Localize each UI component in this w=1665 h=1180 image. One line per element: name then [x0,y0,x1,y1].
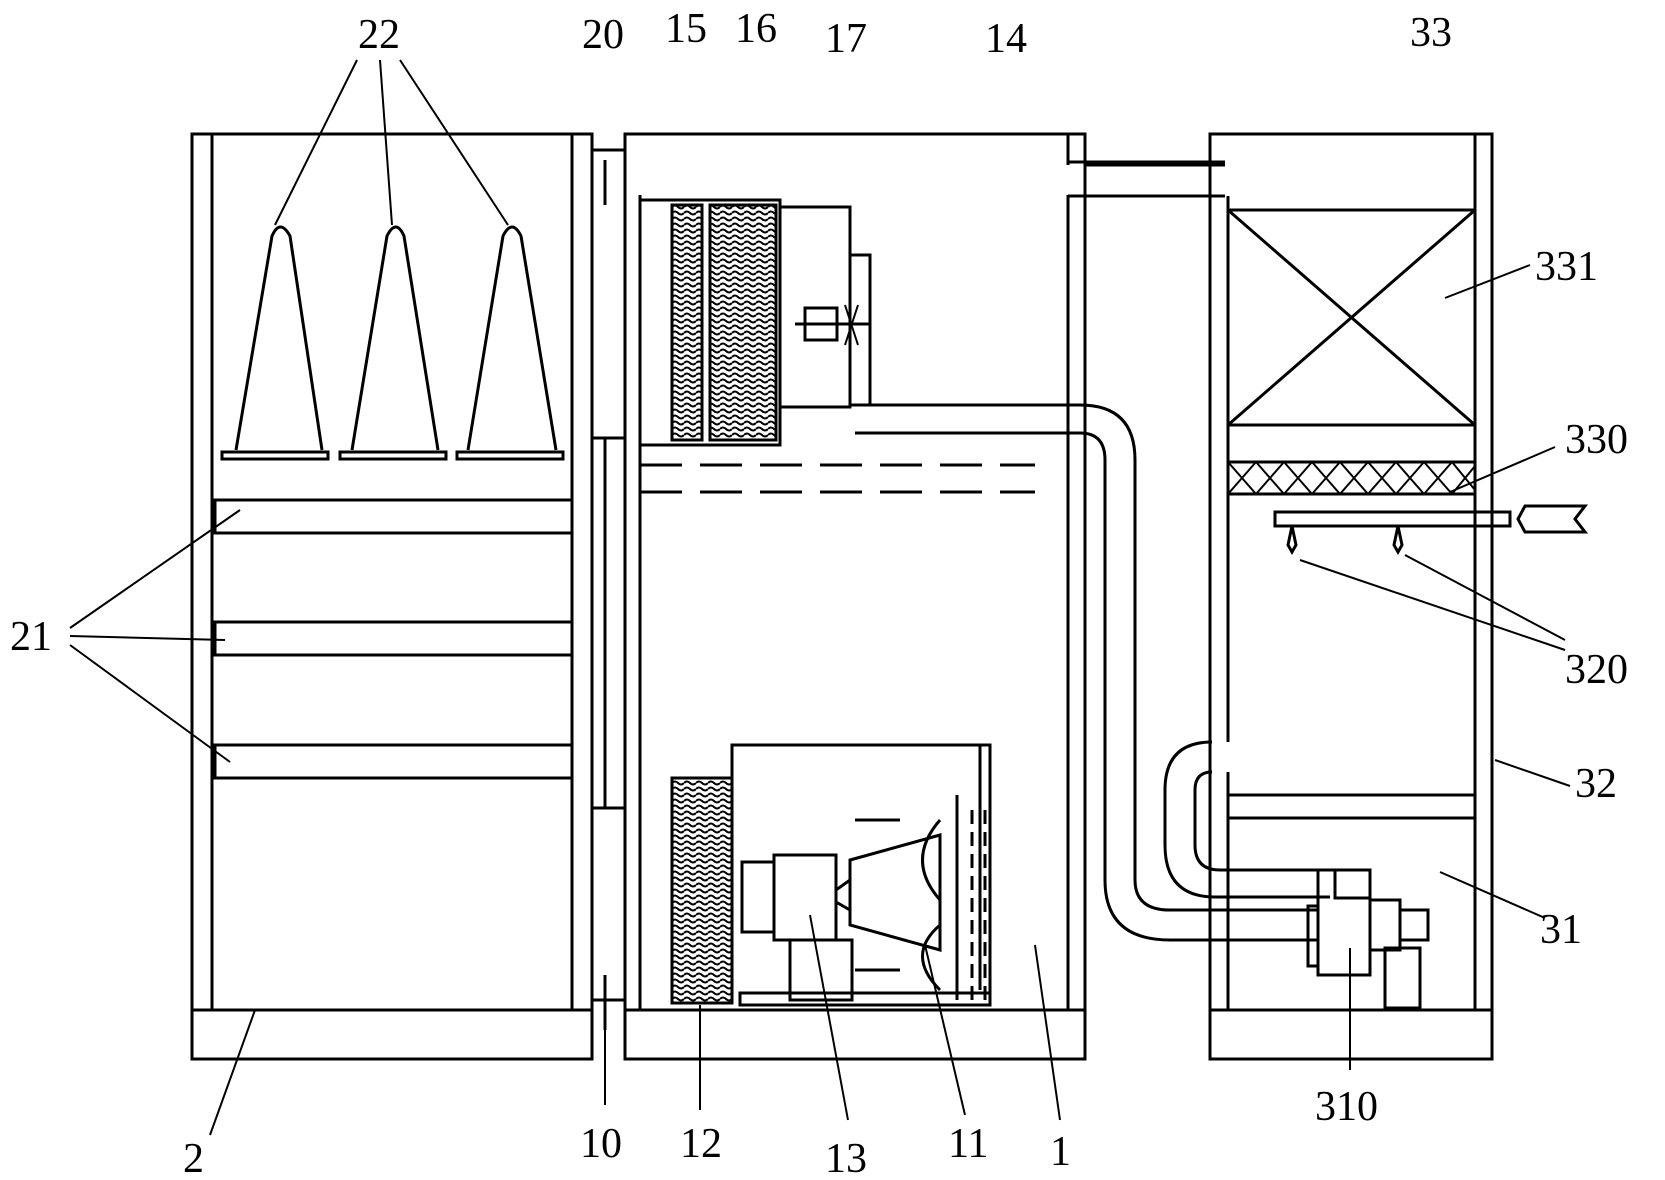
label-1: 1 [1050,1129,1071,1175]
cabinet-joint [592,148,625,1030]
upper-heat-exchanger [638,198,872,447]
lower-fan-unit [670,743,992,1007]
mesh-330 [1226,460,1477,496]
filter-trays [213,498,574,780]
label-310: 310 [1315,1084,1378,1130]
leader-lines [69,59,1571,1136]
label-31: 31 [1540,907,1582,953]
label-16: 16 [735,6,777,52]
water-level [640,463,1035,494]
label-13: 13 [825,1136,867,1180]
label-20: 20 [582,12,624,58]
right-cabinet [1208,132,1494,1061]
label-320: 320 [1565,647,1628,693]
label-2: 2 [183,1136,204,1180]
middle-cabinet [623,132,1087,1061]
label-33: 33 [1410,10,1452,56]
label-11: 11 [948,1121,988,1167]
filter-bags [220,225,565,461]
label-10: 10 [580,1121,622,1167]
label-32: 32 [1575,761,1617,807]
spray-pipe [1273,504,1589,556]
packing-331 [1226,208,1477,427]
label-17: 17 [825,16,867,62]
label-14: 14 [985,16,1027,62]
labels: 22 20 15 16 17 14 33 331 330 21 320 32 3… [10,6,1628,1180]
pump-310 [1306,868,1430,1010]
label-12: 12 [680,1121,722,1167]
label-331: 331 [1535,244,1598,290]
connecting-duct [1068,160,1225,198]
left-cabinet [190,132,594,1061]
water-pipe [855,403,1330,942]
label-22: 22 [358,12,400,58]
label-330: 330 [1565,417,1628,463]
label-15: 15 [665,6,707,52]
label-21: 21 [10,614,52,660]
